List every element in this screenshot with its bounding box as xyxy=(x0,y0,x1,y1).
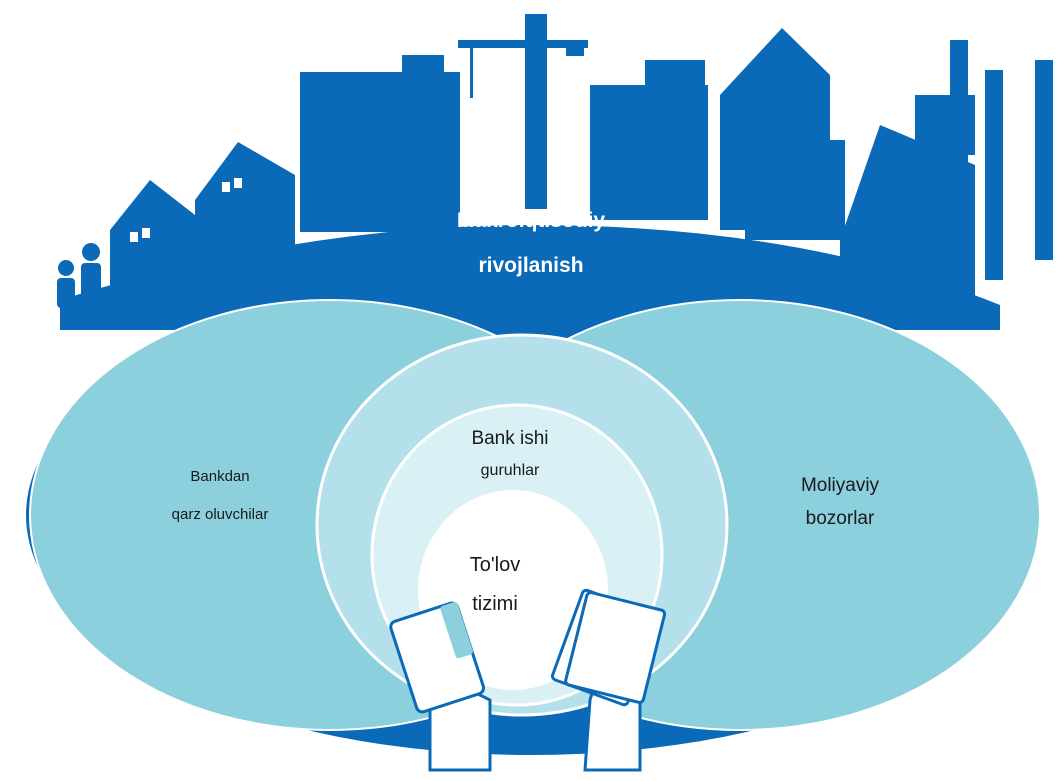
macro-title-line1: Makroiqtisodiy xyxy=(456,209,606,232)
middle-label-line1: Bank ishi xyxy=(471,428,549,449)
factory-icon xyxy=(840,40,1053,300)
hand-cash-icon xyxy=(550,588,667,772)
center-label-line2: tizimi xyxy=(472,593,518,615)
crane-icon xyxy=(458,14,588,209)
city-skyline xyxy=(57,14,1053,330)
center-label-line1: To'lov xyxy=(469,554,521,576)
shop-building-icon xyxy=(590,60,708,220)
office-building-icon xyxy=(300,55,460,232)
hand-card-icon xyxy=(389,601,492,772)
middle-label-line2: guruhlar xyxy=(480,462,540,479)
macro-title-line2: rivojlanish xyxy=(478,254,584,277)
right-label-line2: bozorlar xyxy=(805,508,875,529)
tower-building-icon xyxy=(720,28,845,240)
house-icon xyxy=(110,142,295,290)
left-label-line2: qarz oluvchilar xyxy=(171,506,269,523)
right-label-line1: Moliyaviy xyxy=(800,475,880,496)
left-label-line1: Bankdan xyxy=(190,468,250,485)
